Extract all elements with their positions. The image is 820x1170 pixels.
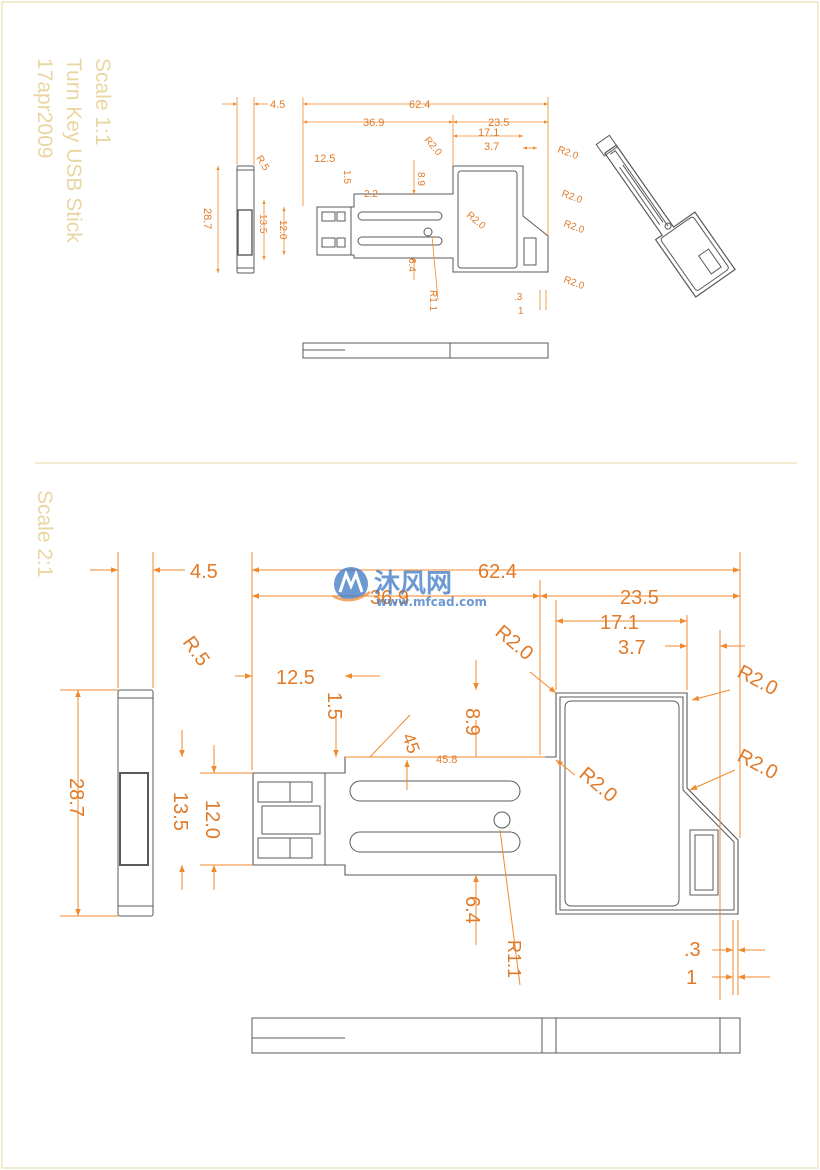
watermark-url-text: www.mfcad.com <box>376 595 487 609</box>
dim-12-0-small: 12.0 <box>277 220 288 240</box>
dim-8-9-small: 8.9 <box>415 172 426 186</box>
dim-17-1: 17.1 <box>600 612 639 634</box>
dim-12-5: 12.5 <box>276 667 315 689</box>
dim-r2-0-d-small: R2.0 <box>562 218 586 236</box>
dim-r2-0-a: R2.0 <box>491 621 538 665</box>
title-block: Scale 1:1 Turn Key USB Stick 17apr2009 S… <box>33 58 114 578</box>
dim-3-7: 3.7 <box>618 637 646 659</box>
dim-1-5-small: 1.5 <box>341 170 352 184</box>
dim-r2-0-f-small: R2.0 <box>464 210 488 232</box>
dim-36-9-small: 36.9 <box>363 117 384 129</box>
dim-3-7-small: 3.7 <box>484 141 499 153</box>
dim-r1-1: R1.1 <box>504 940 524 978</box>
dim-45-8: 45.8 <box>436 754 457 766</box>
drawing-date-text: 17apr2009 <box>33 58 56 158</box>
view-top-small: 4.5 62.4 36.9 23.5 17.1 3.7 R.5 R2.0 R2.… <box>201 97 586 359</box>
dim-13-5: 13.5 <box>169 792 191 831</box>
dim-4-5: 4.5 <box>190 561 218 583</box>
drawing-name-text: Turn Key USB Stick <box>62 58 85 243</box>
side-profile-large <box>117 689 154 917</box>
dim-17-1-small: 17.1 <box>478 127 499 139</box>
dim-2-2-small: 2.2 <box>364 189 378 200</box>
dim-r2-0-e-small: R2.0 <box>562 274 586 292</box>
isometric-view <box>595 134 736 298</box>
dim-28-7-small: 28.7 <box>201 208 213 229</box>
dim-r2-0-b: R2.0 <box>575 763 622 807</box>
dim-r5-small: R.5 <box>253 154 271 173</box>
dim-36-9: 36.9 <box>370 587 409 609</box>
dim-13-5-small: 13.5 <box>257 214 268 234</box>
dim-r2-0-d: R2.0 <box>734 745 782 784</box>
dim-28-7: 28.7 <box>65 778 87 817</box>
dim-23-5-small: 23.5 <box>488 117 509 129</box>
dim-r2-0-c-small: R2.0 <box>560 188 584 206</box>
usb-plug-small <box>316 206 352 256</box>
dim-3: .3 <box>684 939 701 961</box>
scale-top-text: Scale 1:1 <box>91 58 114 146</box>
view-bottom-large: 4.5 62.4 36.9 23.5 17.1 3.7 R.5 12.5 1.5… <box>60 552 782 1054</box>
dim-45: 45 <box>398 731 424 757</box>
dim-23-5: 23.5 <box>620 587 659 609</box>
dim-1: 1 <box>686 967 697 989</box>
dim-r5: R.5 <box>178 632 214 670</box>
dim-6-4-small: 6.4 <box>406 258 417 272</box>
dim-4-5-small: 4.5 <box>270 99 285 111</box>
dim-62-4: 62.4 <box>478 561 517 583</box>
dim-6-4: 6.4 <box>461 896 483 924</box>
dim-62-4-small: 62.4 <box>409 99 430 111</box>
dim-1-small: 1 <box>518 306 524 317</box>
dim-3-small: .3 <box>514 292 523 303</box>
scale-bottom-text: Scale 2:1 <box>33 490 56 578</box>
dim-8-9: 8.9 <box>461 708 483 736</box>
watermark-logo-icon <box>332 567 371 602</box>
dim-12-5-small: 12.5 <box>314 153 335 165</box>
side-profile-small <box>236 165 255 274</box>
bottom-profile-large <box>251 1017 741 1054</box>
dim-r1-1-small: R1.1 <box>427 290 438 312</box>
dim-r2-0-a-small: R2.0 <box>422 135 444 159</box>
dim-r2-0-b-small: R2.0 <box>556 144 580 162</box>
watermark: 沐风网 www.mfcad.com <box>332 567 487 609</box>
usb-plug-large <box>252 772 326 866</box>
dim-12-0: 12.0 <box>201 800 223 839</box>
dim-1-5: 1.5 <box>323 692 345 720</box>
key-outline-small <box>316 165 549 273</box>
dim-r2-0-c: R2.0 <box>734 661 782 700</box>
watermark-brand-text: 沐风网 <box>374 569 452 599</box>
key-outline-large <box>252 692 739 915</box>
